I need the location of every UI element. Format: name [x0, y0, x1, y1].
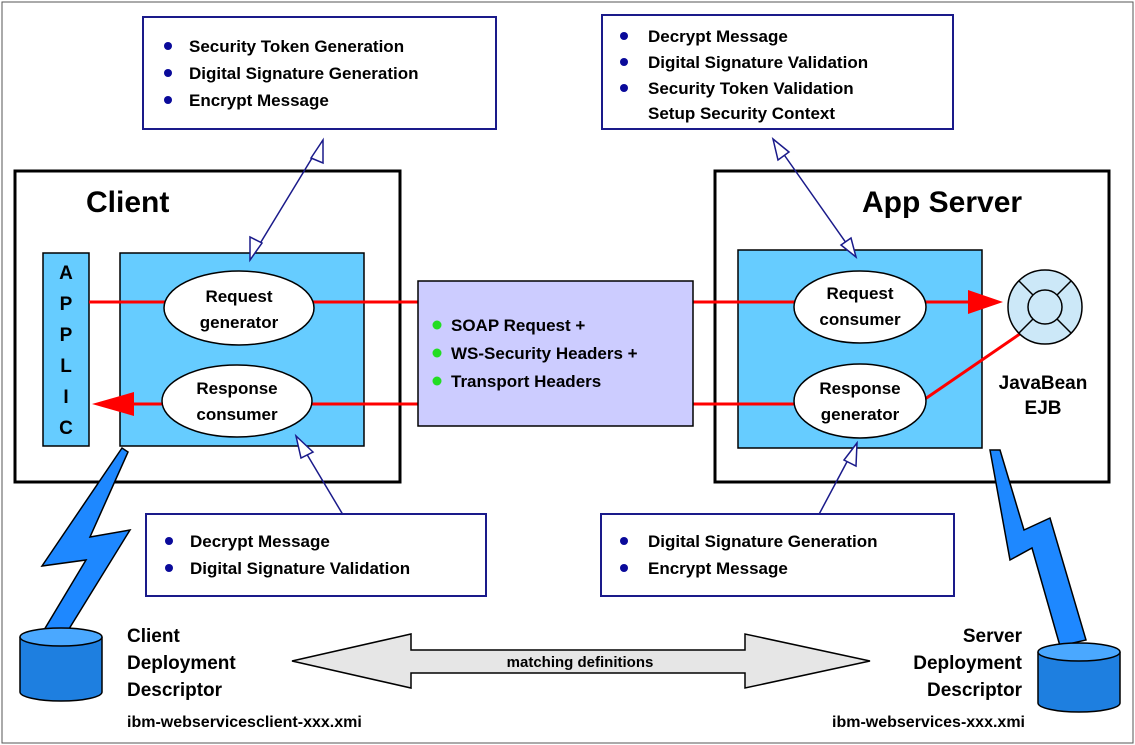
server-dd-label: Descriptor	[927, 680, 1023, 701]
bean-response-line	[924, 325, 1031, 401]
request-generator-line: generator	[200, 313, 279, 332]
bullet	[620, 58, 628, 66]
response-generator	[793, 363, 927, 439]
client-dd-label: Client	[127, 626, 180, 647]
feature-item: Digital Signature Generation	[648, 532, 878, 551]
response-consumer-line: Response	[196, 379, 277, 398]
applic-letter: P	[60, 325, 73, 346]
server-database-icon	[1037, 642, 1121, 713]
javabean-label: JavaBean	[999, 373, 1088, 394]
javabean-ejb-icon	[1007, 269, 1083, 345]
request-consumer-line: Request	[826, 284, 893, 303]
message-line: SOAP Request +	[451, 316, 585, 335]
server-title: App Server	[862, 186, 1022, 219]
request-generator	[163, 270, 315, 346]
bullet	[620, 564, 628, 572]
server-dd-label: Server	[963, 626, 1023, 647]
client-dd-file: ibm-webservicesclient-xxx.xmi	[127, 714, 362, 731]
applic-letter: P	[60, 294, 73, 315]
response-generator-line: generator	[821, 405, 900, 424]
bullet	[620, 537, 628, 545]
bullet	[620, 84, 628, 92]
bullet	[164, 42, 172, 50]
server-dd-label: Deployment	[913, 653, 1022, 674]
feature-item: Digital Signature Generation	[189, 64, 419, 83]
response-consumer-line: consumer	[196, 405, 278, 424]
matching-definitions-arrow	[291, 633, 871, 689]
request-arrowhead	[968, 290, 1003, 314]
request-consumer	[793, 270, 927, 344]
bullet	[165, 537, 173, 545]
client-title: Client	[86, 186, 169, 219]
applic-letter: C	[59, 418, 73, 439]
feature-item: Encrypt Message	[189, 91, 329, 110]
server-incoming-box	[601, 14, 954, 130]
server-dd-file: ibm-webservices-xxx.xmi	[832, 714, 1025, 731]
server-outgoing-box	[600, 513, 955, 597]
bullet	[164, 69, 172, 77]
response-consumer	[161, 364, 313, 438]
feature-item: Encrypt Message	[648, 559, 788, 578]
bullet	[620, 32, 628, 40]
feature-item: Digital Signature Validation	[190, 559, 410, 578]
applic-column	[42, 252, 90, 447]
feature-item: Decrypt Message	[648, 27, 788, 46]
client-dd-label: Descriptor	[127, 680, 223, 701]
feature-item: Decrypt Message	[190, 532, 330, 551]
feature-item: Setup Security Context	[648, 104, 835, 123]
response-generator-line: Response	[819, 379, 900, 398]
green-dot	[432, 376, 442, 386]
applic-letter: I	[63, 387, 68, 408]
feature-item: Security Token Generation	[189, 37, 404, 56]
message-line: WS-Security Headers +	[451, 344, 638, 363]
server-lightning-icon	[989, 449, 1087, 647]
client-database-icon	[19, 627, 103, 702]
feature-item: Security Token Validation	[648, 79, 854, 98]
response-arrowhead	[92, 392, 134, 416]
client-outgoing-box	[142, 16, 497, 130]
bullet	[165, 564, 173, 572]
green-dot	[432, 348, 442, 358]
soap-message-box	[417, 280, 694, 427]
client-dd-label: Deployment	[127, 653, 236, 674]
matching-label: matching definitions	[507, 654, 654, 671]
bullet	[164, 96, 172, 104]
request-generator-line: Request	[205, 287, 272, 306]
ejb-label: EJB	[1025, 398, 1062, 419]
feature-item: Digital Signature Validation	[648, 53, 868, 72]
message-line: Transport Headers	[451, 372, 601, 391]
applic-letter: A	[59, 263, 73, 284]
applic-letter: L	[60, 356, 72, 377]
green-dot	[432, 320, 442, 330]
client-incoming-box	[145, 513, 487, 597]
request-consumer-line: consumer	[819, 310, 901, 329]
